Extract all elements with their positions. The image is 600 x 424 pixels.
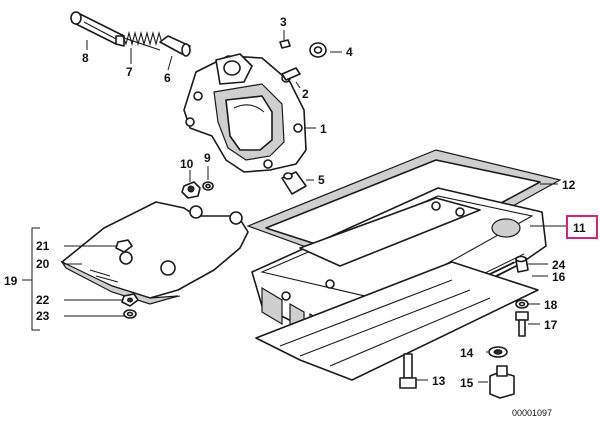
spring-part-7 — [121, 30, 163, 51]
washer-part-23 — [123, 309, 137, 319]
callout-17: 17 — [544, 318, 558, 332]
drain-plug-part-15 — [489, 365, 515, 399]
callout-12: 12 — [562, 178, 576, 192]
callout-22: 22 — [36, 293, 50, 307]
callout-5: 5 — [318, 173, 325, 187]
sleeve-part-6 — [159, 35, 191, 57]
callout-21: 21 — [36, 239, 50, 253]
baffle-plate-part-20 — [60, 201, 249, 305]
sealing-ring-part-14 — [488, 346, 508, 358]
callout-6: 6 — [164, 71, 171, 85]
callout-1: 1 — [320, 122, 327, 136]
pin-part-5 — [281, 171, 307, 195]
callout-15: 15 — [460, 376, 474, 390]
drawing-id: 00001097 — [512, 408, 552, 418]
callout-7: 7 — [126, 65, 133, 79]
callout-23: 23 — [36, 309, 50, 323]
callout-labels: 8 7 6 3 4 2 1 5 10 9 12 11 24 16 18 17 1… — [4, 15, 586, 390]
nut-part-21 — [115, 239, 133, 253]
washer-part-4 — [309, 42, 327, 58]
callout-19: 19 — [4, 274, 18, 288]
callout-18: 18 — [544, 298, 558, 312]
bolt-part-13 — [399, 353, 417, 389]
pan-bottom-plate — [255, 261, 539, 381]
callout-13: 13 — [432, 374, 446, 388]
callout-16: 16 — [552, 270, 566, 284]
dowel-part-3 — [279, 39, 291, 49]
washer-part-18 — [515, 299, 529, 309]
highlight-box-11 — [566, 215, 598, 239]
pump-pin-part-8 — [70, 11, 125, 47]
leader-lines — [22, 30, 566, 383]
callout-11: 11 — [573, 221, 586, 235]
dowel-part-24 — [515, 255, 529, 273]
callout-3: 3 — [280, 15, 287, 29]
callout-4: 4 — [346, 45, 353, 59]
callout-24: 24 — [552, 258, 566, 272]
callout-14: 14 — [460, 346, 474, 360]
bolt-part-17 — [515, 311, 529, 337]
callout-2: 2 — [302, 87, 309, 101]
washer-part-9 — [202, 181, 214, 191]
nut-part-22 — [121, 293, 139, 307]
dowel-part-2 — [281, 67, 301, 81]
callout-8: 8 — [82, 51, 89, 65]
callout-9: 9 — [204, 151, 211, 165]
callout-20: 20 — [36, 257, 50, 271]
nut-part-10 — [181, 181, 201, 199]
callout-10: 10 — [180, 157, 194, 171]
